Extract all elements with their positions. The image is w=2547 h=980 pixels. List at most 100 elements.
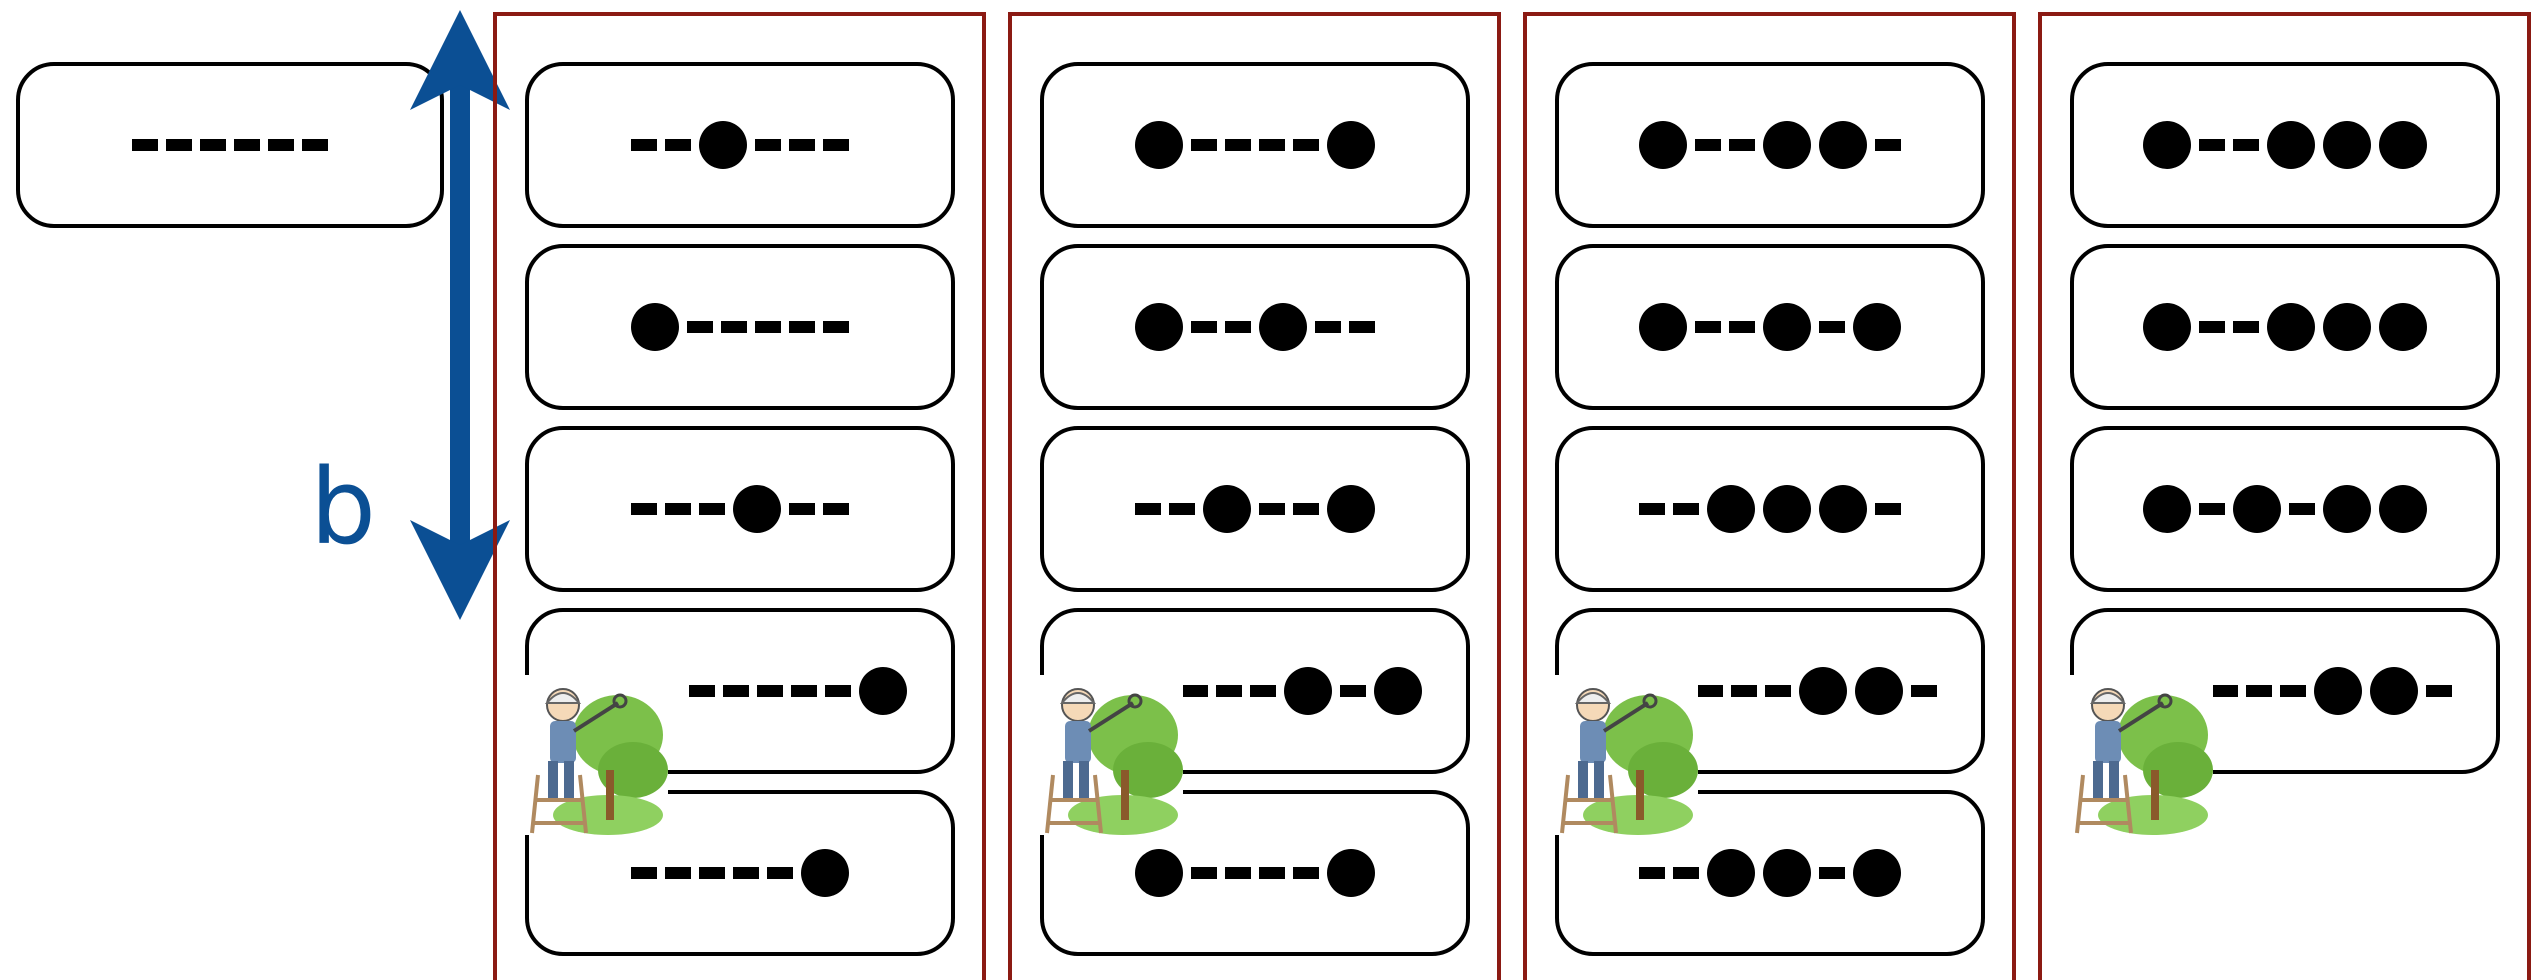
empty-dash bbox=[1225, 139, 1251, 151]
empty-dash bbox=[2199, 503, 2225, 515]
empty-dash bbox=[2233, 321, 2259, 333]
filled-dot bbox=[1763, 121, 1811, 169]
start-pattern-box: ------ bbox=[16, 62, 444, 228]
empty-dash bbox=[2280, 685, 2306, 697]
filled-dot bbox=[2370, 667, 2418, 715]
empty-dash bbox=[234, 139, 260, 151]
empty-dash bbox=[1875, 139, 1901, 151]
filled-dot bbox=[2323, 303, 2371, 351]
filled-dot bbox=[1799, 667, 1847, 715]
filled-dot bbox=[1639, 303, 1687, 351]
filled-dot bbox=[1855, 667, 1903, 715]
empty-dash bbox=[825, 685, 851, 697]
empty-dash bbox=[1695, 321, 1721, 333]
empty-dash bbox=[132, 139, 158, 151]
empty-dash bbox=[1191, 139, 1217, 151]
filled-dot bbox=[1374, 667, 1422, 715]
empty-dash bbox=[1225, 321, 1251, 333]
empty-dash bbox=[1259, 867, 1285, 879]
empty-dash bbox=[200, 139, 226, 151]
empty-dash bbox=[268, 139, 294, 151]
filled-dot bbox=[1327, 849, 1375, 897]
empty-dash bbox=[665, 867, 691, 879]
empty-dash bbox=[2426, 685, 2452, 697]
filled-dot bbox=[2379, 303, 2427, 351]
pattern bbox=[1044, 303, 1466, 351]
empty-dash bbox=[733, 867, 759, 879]
pattern bbox=[2074, 485, 2496, 533]
empty-dash bbox=[1315, 321, 1341, 333]
person-pruning-tree-icon bbox=[2063, 675, 2213, 835]
empty-dash bbox=[823, 321, 849, 333]
empty-dash bbox=[1191, 321, 1217, 333]
filled-dot bbox=[2379, 485, 2427, 533]
empty-dash bbox=[1293, 503, 1319, 515]
pattern bbox=[1044, 121, 1466, 169]
empty-dash bbox=[1349, 321, 1375, 333]
filled-dot bbox=[1763, 849, 1811, 897]
person-pruning-tree-icon bbox=[1033, 675, 1183, 835]
empty-dash bbox=[689, 685, 715, 697]
empty-dash bbox=[1729, 139, 1755, 151]
empty-dash bbox=[1259, 139, 1285, 151]
pattern bbox=[2074, 121, 2496, 169]
pattern bbox=[529, 485, 951, 533]
empty-dash bbox=[789, 503, 815, 515]
start-pattern bbox=[20, 139, 440, 151]
empty-dash bbox=[767, 867, 793, 879]
empty-dash bbox=[699, 867, 725, 879]
empty-dash bbox=[1293, 139, 1319, 151]
pattern bbox=[1559, 849, 1981, 897]
empty-dash bbox=[631, 503, 657, 515]
filled-dot bbox=[2323, 485, 2371, 533]
pattern bbox=[529, 849, 951, 897]
empty-dash bbox=[2289, 503, 2315, 515]
empty-dash bbox=[1697, 685, 1723, 697]
empty-dash bbox=[723, 685, 749, 697]
filled-dot bbox=[1819, 121, 1867, 169]
pattern bbox=[529, 303, 951, 351]
pattern bbox=[1044, 485, 1466, 533]
pattern-box bbox=[1555, 244, 1985, 410]
empty-dash bbox=[755, 139, 781, 151]
pattern-box bbox=[1040, 426, 1470, 592]
pattern bbox=[2074, 303, 2496, 351]
filled-dot bbox=[1259, 303, 1307, 351]
empty-dash bbox=[823, 139, 849, 151]
pattern bbox=[1559, 303, 1981, 351]
empty-dash bbox=[2233, 139, 2259, 151]
empty-dash bbox=[1765, 685, 1791, 697]
empty-dash bbox=[1819, 321, 1845, 333]
filled-dot bbox=[1763, 303, 1811, 351]
pattern bbox=[1559, 485, 1981, 533]
empty-dash bbox=[2199, 139, 2225, 151]
empty-dash bbox=[791, 685, 817, 697]
empty-dash bbox=[631, 139, 657, 151]
filled-dot bbox=[1135, 303, 1183, 351]
empty-dash bbox=[1673, 867, 1699, 879]
filled-dot bbox=[631, 303, 679, 351]
pattern bbox=[1044, 849, 1466, 897]
filled-dot bbox=[1853, 303, 1901, 351]
empty-dash bbox=[1639, 867, 1665, 879]
arrow-label: b bbox=[310, 455, 376, 559]
empty-dash bbox=[1639, 503, 1665, 515]
empty-dash bbox=[757, 685, 783, 697]
pattern-box bbox=[525, 426, 955, 592]
filled-dot bbox=[733, 485, 781, 533]
empty-dash bbox=[1250, 685, 1276, 697]
filled-dot bbox=[2143, 303, 2191, 351]
empty-dash bbox=[302, 139, 328, 151]
pattern bbox=[529, 121, 951, 169]
filled-dot bbox=[1763, 485, 1811, 533]
empty-dash bbox=[1819, 867, 1845, 879]
empty-dash bbox=[1293, 867, 1319, 879]
empty-dash bbox=[1169, 503, 1195, 515]
empty-dash bbox=[1191, 867, 1217, 879]
filled-dot bbox=[859, 667, 907, 715]
pattern bbox=[1559, 121, 1981, 169]
pattern-box bbox=[2070, 426, 2500, 592]
filled-dot bbox=[1327, 485, 1375, 533]
pattern-box bbox=[1555, 62, 1985, 228]
